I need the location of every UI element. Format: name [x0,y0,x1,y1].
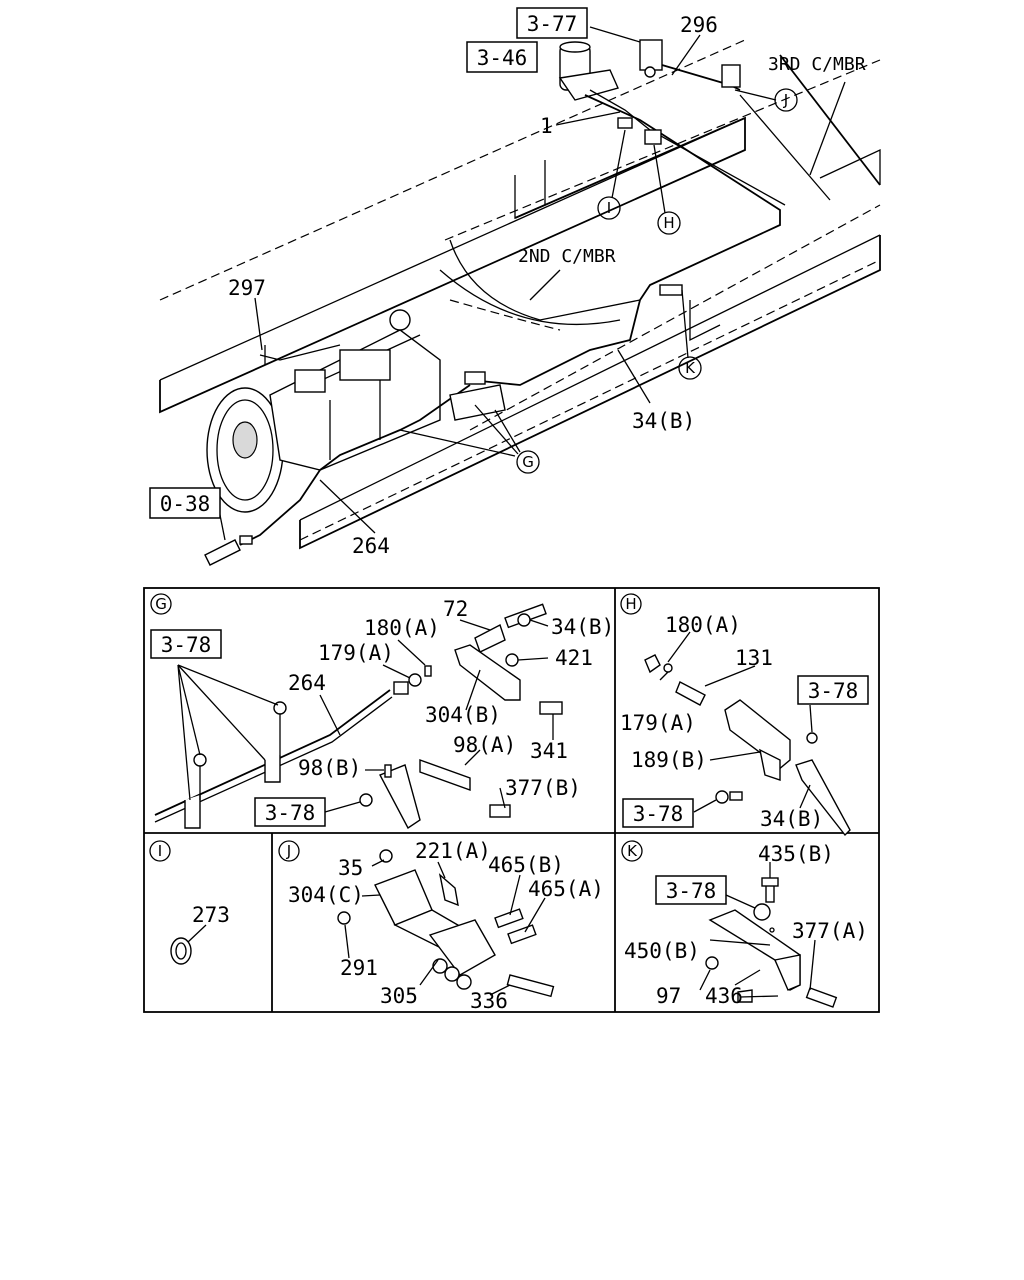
panel-g-label-179a: 179(A) [318,641,394,665]
marker-j[interactable]: J [783,91,788,109]
label-34b: 34(B) [632,409,695,433]
panel-k-label-436: 436 [705,984,743,1008]
panel-j-label-35: 35 [338,856,363,880]
panel-g-label-180a: 180(A) [364,616,440,640]
panel-g-label-421: 421 [555,646,593,670]
panel-h-label-131: 131 [735,646,773,670]
main-assembly-view: 3-77 3-46 0-38 296 3RD C/MBR 1 2ND C/MBR… [149,7,881,566]
panel-h-label-180a: 180(A) [665,613,741,637]
panel-h-label-189b: 189(B) [631,748,707,772]
panel-g-label-98a: 98(A) [453,733,516,757]
panel-i: I 273 [149,840,230,965]
panel-h: H 3-78 3-78 180(A) 131 179(A) 189(B) 34(… [620,593,869,837]
panel-j-label-465a: 465(A) [528,877,604,901]
panel-h-ref-box-2[interactable]: 3-78 [633,802,684,826]
panel-k-label-97: 97 [656,984,681,1008]
panel-j-label-291: 291 [340,956,378,980]
panel-j-label-465b: 465(B) [488,853,564,877]
detail-panels-frame [143,587,880,1013]
label-2nd-crossmember: 2ND C/MBR [518,246,616,267]
label-296: 296 [680,13,718,37]
marker-k[interactable]: K [685,359,696,377]
panel-k-label-377a: 377(A) [792,919,868,943]
ref-box-0-38[interactable]: 0-38 [160,492,211,516]
panel-k-letter: K [627,842,638,860]
ref-box-3-46[interactable]: 3-46 [477,46,528,70]
panel-k-ref-box-1[interactable]: 3-78 [666,879,717,903]
panel-h-ref-box-1[interactable]: 3-78 [808,679,859,703]
panel-j-label-336: 336 [470,989,508,1013]
marker-h[interactable]: H [663,214,674,232]
panel-g-label-98b: 98(B) [298,756,361,780]
panel-g-label-341: 341 [530,739,568,763]
panel-g-ref-box-1[interactable]: 3-78 [161,633,212,657]
panel-h-label-179a: 179(A) [620,711,696,735]
relay-valve [558,39,663,101]
panel-j: J 221(A) 35 465(B) 465(A) 304(C) 291 305… [278,839,604,1013]
label-1: 1 [540,114,553,138]
panel-k-label-435b: 435(B) [758,842,834,866]
panel-g-label-304b: 304(B) [425,703,501,727]
panel-j-label-221a: 221(A) [415,839,491,863]
panel-j-letter: J [286,842,291,860]
marker-g[interactable]: G [522,453,534,471]
transmission [206,309,441,513]
label-297: 297 [228,276,266,300]
panel-k: K 3-78 435(B) 377(A) 450(B) 97 436 [621,840,868,1008]
panel-i-letter: I [158,842,162,860]
panel-g-label-72: 72 [443,597,468,621]
label-3rd-crossmember: 3RD C/MBR [768,54,866,75]
panel-j-label-305: 305 [380,984,418,1008]
panel-h-label-34b: 34(B) [760,807,823,831]
panel-h-letter: H [625,595,636,613]
marker-i[interactable]: I [607,199,611,217]
label-264: 264 [352,534,390,558]
panel-j-label-304c: 304(C) [288,883,364,907]
panel-g-label-34b: 34(B) [551,615,614,639]
panel-i-label-273: 273 [192,903,230,927]
ref-box-3-77[interactable]: 3-77 [527,12,578,36]
panel-g-ref-box-2[interactable]: 3-78 [265,801,316,825]
panel-k-label-450b: 450(B) [624,939,700,963]
panel-g: G [150,593,614,830]
panel-g-label-377b: 377(B) [505,776,581,800]
panel-g-letter: G [155,595,167,613]
panel-g-label-264: 264 [288,671,326,695]
